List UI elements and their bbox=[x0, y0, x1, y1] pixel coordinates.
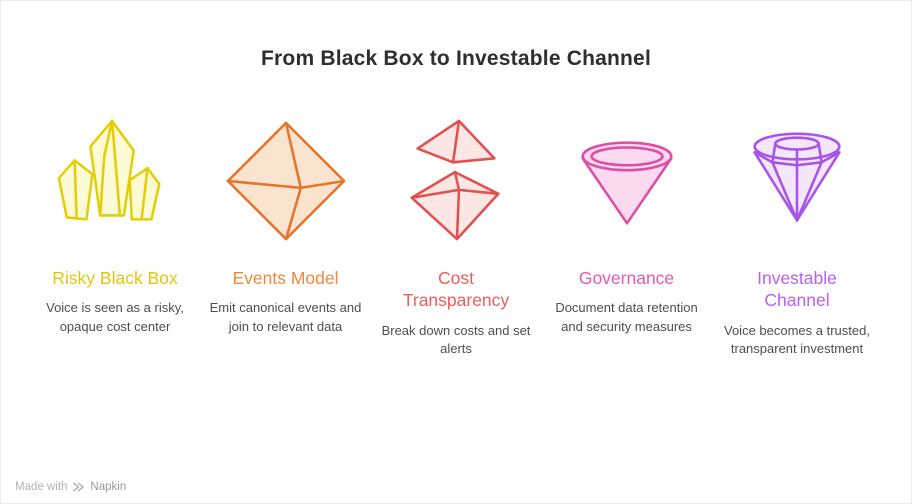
napkin-watermark-link[interactable]: Made with Napkin bbox=[15, 481, 126, 493]
stage-risky-black-box: Risky Black Box Voice is seen as a risky… bbox=[31, 101, 199, 358]
split-octahedron-icon bbox=[410, 119, 500, 241]
stage-description: Emit canonical events and join to releva… bbox=[209, 300, 362, 334]
octahedron-icon bbox=[226, 121, 345, 241]
made-with-text: Made with bbox=[15, 481, 68, 493]
crystal-cluster-icon bbox=[57, 119, 161, 221]
stage-investable-channel: Investable Channel Voice becomes a trust… bbox=[713, 101, 881, 358]
stage-label: Risky Black Box bbox=[52, 268, 178, 288]
stage-label: Investable Channel bbox=[757, 268, 837, 311]
napkin-logo-icon bbox=[73, 482, 85, 492]
stage-governance: Governance Document data retention and s… bbox=[543, 101, 711, 358]
stage-icon-wrap bbox=[563, 101, 691, 261]
stages-row: Risky Black Box Voice is seen as a risky… bbox=[1, 101, 911, 358]
stage-label: Governance bbox=[578, 268, 675, 288]
stage-label: Cost Transparency bbox=[402, 268, 510, 311]
page-title: From Black Box to Investable Channel bbox=[261, 47, 651, 70]
stage-icon-wrap bbox=[51, 101, 179, 261]
stage-description: Break down costs and set alerts bbox=[381, 322, 531, 356]
stage-icon-wrap bbox=[392, 101, 520, 261]
gem-cone-icon bbox=[580, 141, 673, 225]
stage-icon-wrap bbox=[733, 101, 861, 261]
stage-label: Events Model bbox=[232, 268, 339, 288]
stage-description: Voice is seen as a risky, opaque cost ce… bbox=[46, 300, 184, 334]
stage-description: Voice becomes a trusted, transparent inv… bbox=[724, 322, 870, 356]
stage-description: Document data retention and security mea… bbox=[555, 300, 698, 334]
stage-icon-wrap bbox=[222, 101, 350, 261]
stage-events-model: Events Model Emit canonical events and j… bbox=[202, 101, 370, 358]
napkin-brand-text: Napkin bbox=[90, 481, 127, 493]
stage-cost-transparency: Cost Transparency Break down costs and s… bbox=[372, 101, 540, 358]
diamond-icon bbox=[753, 132, 841, 222]
